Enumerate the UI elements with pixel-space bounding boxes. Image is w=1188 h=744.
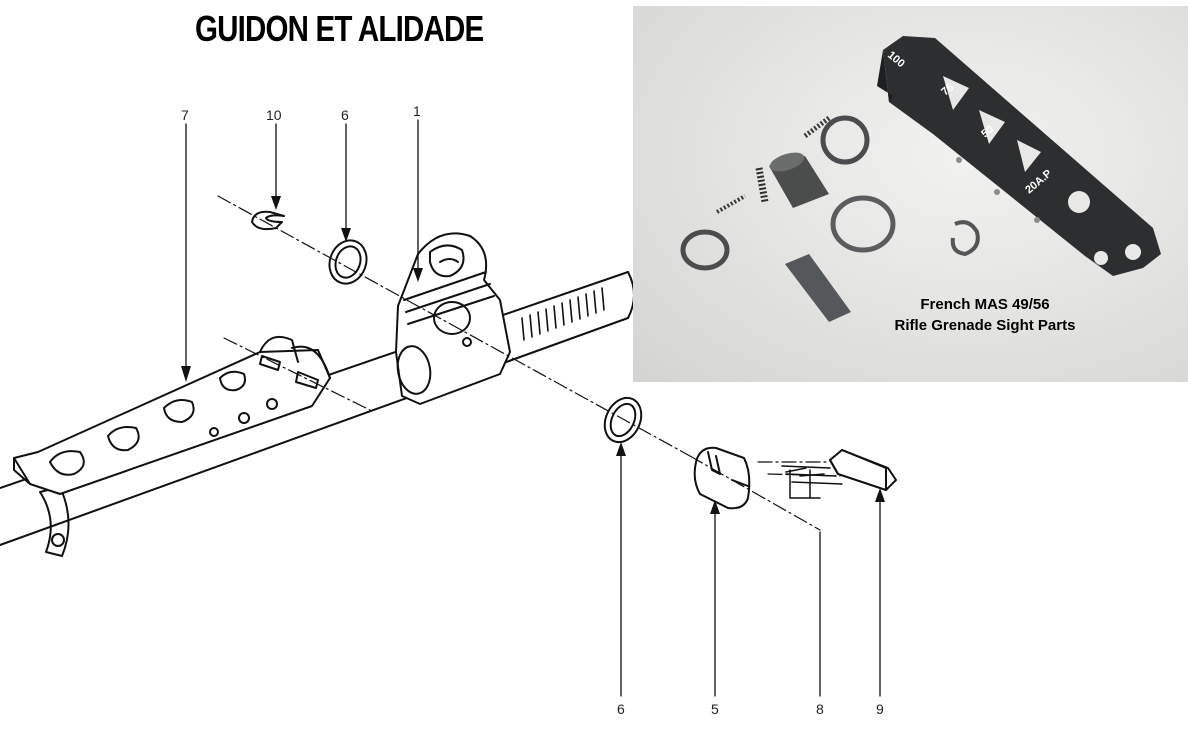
photo-ring-large (830, 195, 896, 253)
part-9-plate (829, 449, 897, 491)
photo-caption-line-1: French MAS 49/56 (920, 296, 1050, 313)
photo-sight-ladder (877, 36, 1161, 276)
photo-spring-thin (716, 194, 746, 214)
photo-spring-small (803, 116, 831, 138)
part-5-sleeve (693, 446, 751, 510)
part-8-pins (781, 465, 843, 499)
photo-plate (785, 254, 851, 322)
barrel (0, 271, 635, 557)
callout-10: 10 (266, 107, 282, 123)
callout-1: 1 (413, 103, 421, 119)
photo-ring-small (820, 115, 870, 165)
photo-spring-coil (755, 167, 769, 203)
photo-clip (950, 220, 980, 257)
part-6-ring-upper (328, 239, 368, 285)
parts-photo: 100 75 50 20A.P (633, 6, 1188, 382)
photo-cylinder (769, 152, 829, 208)
photo-ring-left (680, 229, 730, 271)
parts-photo-illustration: 100 75 50 20A.P (680, 36, 1161, 322)
callout-6-lower: 6 (617, 701, 625, 717)
part-7-sight-ladder (13, 336, 331, 495)
part-1-front-sight (395, 232, 511, 405)
part-10-clip (251, 210, 285, 231)
photo-caption: French MAS 49/56 Rifle Grenade Sight Par… (865, 294, 1105, 336)
callout-7: 7 (181, 107, 189, 123)
part-6-ring-lower (603, 396, 643, 444)
photo-caption-line-2: Rifle Grenade Sight Parts (894, 317, 1076, 334)
callout-6-upper: 6 (341, 107, 349, 123)
callout-8: 8 (816, 701, 824, 717)
callout-9: 9 (876, 701, 884, 717)
diagram-title: GUIDON ET ALIDADE (195, 8, 484, 49)
callout-5: 5 (711, 701, 719, 717)
